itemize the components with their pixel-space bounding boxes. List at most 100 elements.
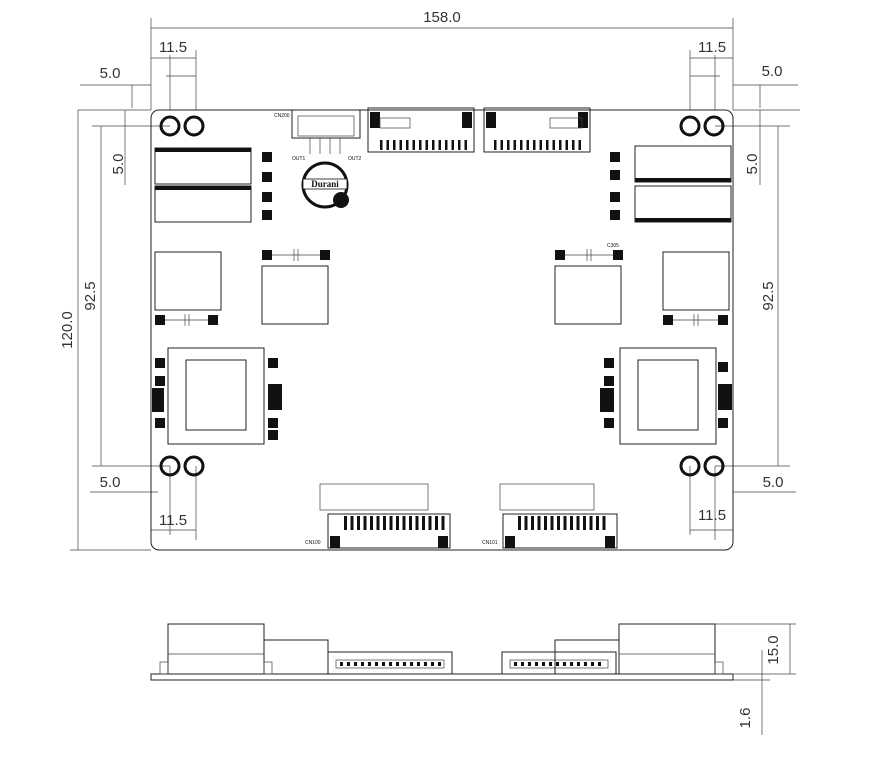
bottom-connector-right-pin	[583, 516, 586, 530]
right-transformer-block	[662, 251, 730, 326]
side-left-pin	[354, 662, 357, 666]
top-ffc-right-pin	[526, 140, 529, 150]
bottom-connector-right-pin	[518, 516, 521, 530]
bottom-connector-left-label: CN100	[305, 540, 321, 546]
bottom-connector-left-pin	[435, 516, 438, 530]
bottom-connector-left-pin	[363, 516, 367, 530]
top-ffc-right	[483, 107, 591, 153]
side-left-pin	[417, 662, 420, 666]
bottom-connector-left-pin	[415, 516, 419, 530]
dim-hole-span-right-label: 92.5	[760, 281, 777, 310]
dim-side-height: 15.0	[715, 623, 796, 675]
out-left-label: OUT1	[292, 156, 306, 162]
top-ffc-left	[367, 107, 475, 153]
bottom-connector-left-pin	[357, 516, 360, 530]
dim-top-right-offset: 11.5	[689, 39, 733, 110]
side-right-pin	[514, 662, 517, 666]
side-left-pin	[396, 662, 399, 666]
side-right-pin	[563, 662, 566, 666]
top-ffc-right-pin	[520, 140, 523, 150]
dim-top-left-edge-label: 5.0	[100, 65, 121, 82]
side-left-pin	[375, 662, 378, 666]
bottom-connector-left-pin	[428, 516, 432, 530]
right-heatsink-pair	[610, 145, 732, 223]
dim-hole-span-right: 92.5	[715, 125, 790, 467]
side-left-pin	[361, 662, 364, 666]
top-ffc-right-pin	[513, 140, 516, 150]
dim-top-left-offset-label: 11.5	[159, 39, 187, 56]
board-outline	[150, 109, 734, 551]
dim-height: 120.0	[59, 110, 151, 551]
bottom-connector-right-pin	[570, 516, 573, 530]
top-ffc-right-pin	[500, 140, 503, 150]
dim-width: 158.0	[150, 9, 734, 110]
bottom-connector-right-pin	[602, 516, 606, 530]
dim-board-thickness: 1.6	[733, 650, 770, 735]
top-ffc-left-pin	[412, 140, 415, 150]
side-right-pin	[542, 662, 545, 666]
side-right-pin	[591, 662, 594, 666]
top-ffc-right-pin	[572, 140, 575, 150]
side-left-pin	[368, 662, 371, 666]
dim-bottom-left-offset-label: 11.5	[159, 512, 187, 529]
side-view	[150, 623, 734, 681]
bottom-connector-left-pin	[441, 516, 445, 530]
dim-bottom-left-offset: 11.5	[151, 466, 197, 540]
top-ffc-right-pin	[552, 140, 555, 150]
dim-bottom-right-edge-label: 5.0	[763, 474, 784, 491]
dim-bottom-right-edge: 5.0	[733, 474, 796, 493]
bottom-connector-left-pin	[409, 516, 412, 530]
side-left-pin	[340, 662, 343, 666]
bottom-connector-left-pin	[370, 516, 373, 530]
bottom-connector-left: CN100	[305, 483, 451, 549]
side-right-pin	[598, 662, 601, 666]
side-left-pin	[389, 662, 392, 666]
top-ffc-right-pin	[559, 140, 562, 150]
top-ffc-left-pin	[425, 140, 428, 150]
top-ffc-right-pin	[546, 140, 549, 150]
side-right-pin	[521, 662, 524, 666]
left-transformer-block	[154, 251, 222, 326]
dim-board-thickness-label: 1.6	[737, 708, 754, 729]
dim-top-left-edge: 5.0	[78, 65, 151, 111]
side-left-pin	[424, 662, 427, 666]
top-ffc-left-pin	[380, 140, 383, 150]
bottom-connector-right: CN101	[482, 483, 618, 549]
dim-top-left-offset: 11.5	[151, 39, 197, 110]
top-ffc-left-pin	[445, 140, 448, 150]
top-connector-cn200: CN200 OUT1 OUT2	[274, 109, 362, 162]
dim-bottom-left-edge: 5.0	[90, 466, 158, 500]
dim-side-height-label: 15.0	[765, 635, 782, 664]
side-right-pin	[535, 662, 538, 666]
dim-hole-span-left-label: 92.5	[82, 281, 99, 310]
dim-bottom-left-edge-label: 5.0	[100, 474, 121, 491]
top-ffc-right-pin	[494, 140, 497, 150]
bottom-connector-right-pin	[563, 516, 567, 530]
bottom-connector-right-pin	[557, 516, 560, 530]
bottom-connector-left-pin	[396, 516, 399, 530]
dim-bottom-right-offset: 11.5	[689, 466, 733, 540]
bottom-connector-left-pin	[389, 516, 393, 530]
bottom-connector-left-pin	[350, 516, 354, 530]
top-ffc-left-pin	[419, 140, 422, 150]
out-right-label: OUT2	[348, 156, 362, 162]
top-ffc-left-pin	[438, 140, 441, 150]
bottom-connector-left-pin	[383, 516, 386, 530]
logo: Durani	[301, 161, 349, 209]
left-heatsink-pair	[154, 147, 272, 223]
dim-top-right-edge-label: 5.0	[762, 63, 783, 80]
mounting-holes	[159, 115, 725, 477]
side-left-pin	[382, 662, 385, 666]
top-ffc-right-pin	[565, 140, 568, 150]
side-left-pin	[410, 662, 413, 666]
dim-hole-span-left: 92.5	[82, 125, 170, 467]
side-left-pin	[403, 662, 406, 666]
left-capacitor-block	[261, 249, 330, 325]
top-ffc-left-pin	[432, 140, 435, 150]
side-right-pin	[584, 662, 587, 666]
left-inductor	[152, 347, 282, 445]
dim-left-vertical-edge: 5.0	[110, 110, 127, 185]
top-ffc-right-pin	[507, 140, 510, 150]
